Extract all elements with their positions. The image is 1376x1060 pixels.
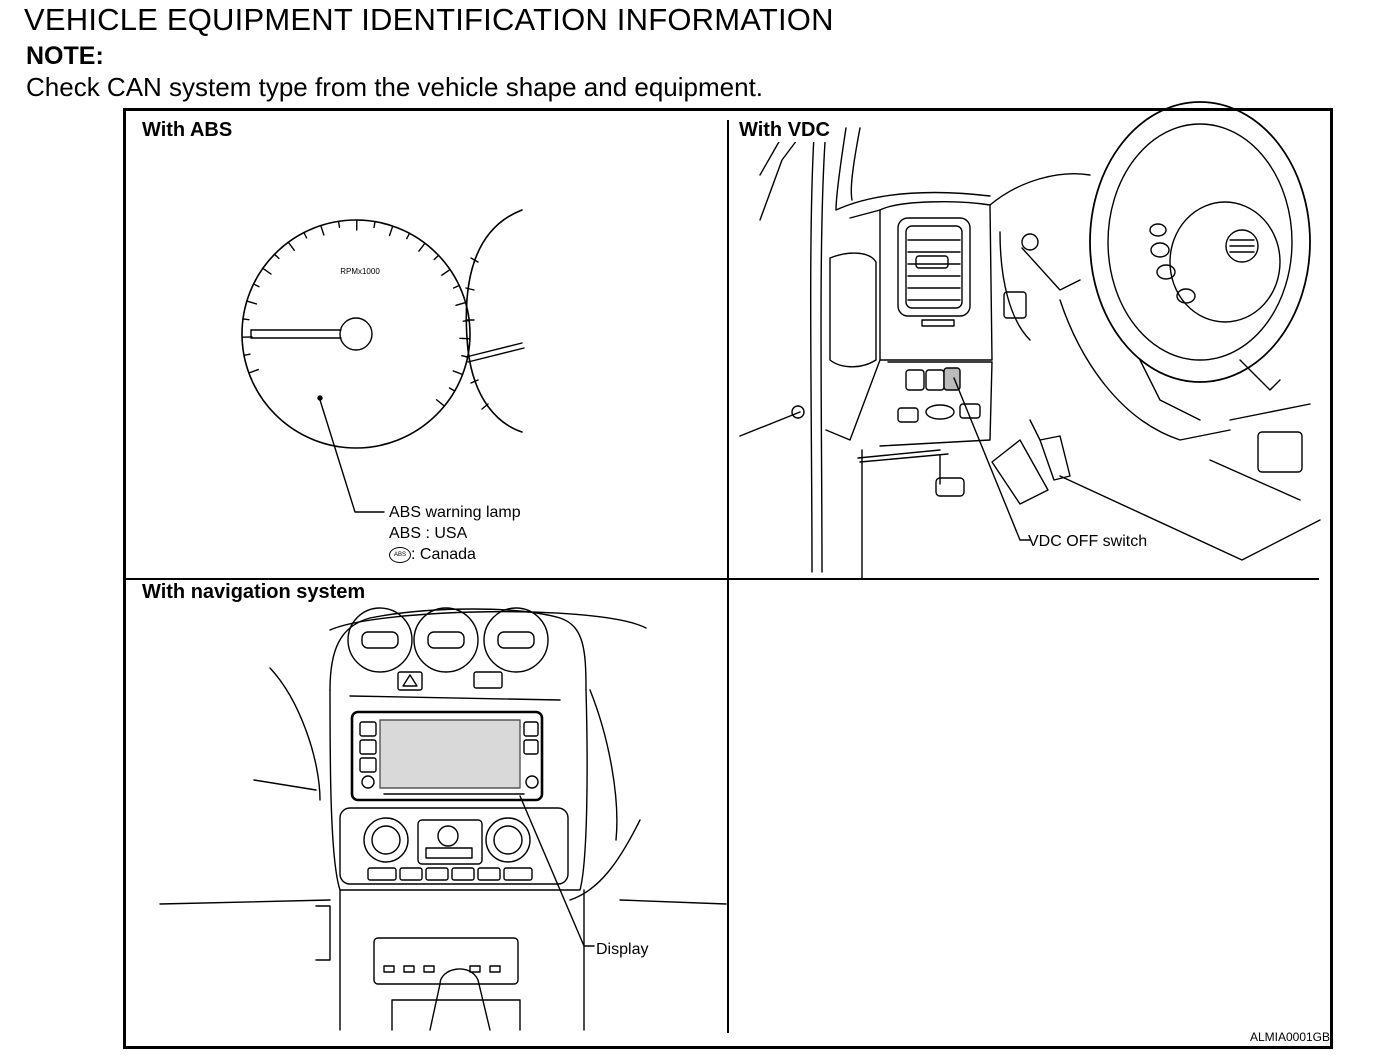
gauge-tick — [321, 226, 324, 236]
gauge-tick — [454, 285, 459, 288]
gauge-scale-label: RPMx1000 — [340, 267, 380, 276]
gauge-tick — [456, 303, 466, 306]
abs-callout-line-1: ABS warning lamp — [389, 504, 521, 521]
navigation-console — [160, 608, 726, 1030]
abs-symbol-icon: ABS — [389, 546, 411, 563]
gauge-tick — [304, 233, 307, 238]
gauge-tick — [437, 400, 445, 406]
gauge-tick — [249, 370, 258, 373]
speedometer-gauge-partial — [466, 210, 524, 432]
display-leader-line — [520, 796, 594, 946]
gauge-tick — [243, 319, 249, 320]
gauge-tick — [434, 255, 438, 259]
panel-title-navigation: With navigation system — [142, 581, 368, 604]
gauge-tick — [275, 254, 279, 258]
gauge-tick — [442, 270, 450, 276]
note-text: Check CAN system type from the vehicle s… — [26, 72, 764, 102]
abs-callout-line-2: ABS : USA — [389, 525, 468, 542]
figure-code: ALMIA0001GB — [1249, 1030, 1330, 1044]
gauge-tick — [453, 371, 462, 375]
note-label: NOTE: — [26, 42, 104, 70]
vdc-callout: VDC OFF switch — [1028, 533, 1148, 550]
vdc-leader-line — [954, 378, 1030, 540]
gauge-tick — [339, 221, 340, 227]
gauge-tick — [263, 268, 271, 274]
abs-callout-line-3: ABS: Canada — [389, 544, 521, 565]
abs-callout: ABS warning lamp ABS : USA ABS: Canada — [389, 502, 521, 565]
gauge-tick — [288, 242, 294, 250]
gauge-tick — [390, 226, 393, 235]
gauge-tick — [254, 284, 259, 287]
horizontal-divider — [126, 578, 1319, 580]
gauge-tick — [247, 301, 257, 304]
gauge-tick — [450, 388, 455, 391]
abs-leader-line — [320, 400, 384, 512]
gauge-tick — [407, 233, 410, 238]
display-callout: Display — [596, 941, 649, 958]
page-title: VEHICLE EQUIPMENT IDENTIFICATION INFORMA… — [24, 2, 834, 37]
panel-title-abs: With ABS — [142, 119, 235, 142]
panel-title-vdc: With VDC — [739, 119, 832, 142]
vertical-divider — [727, 120, 729, 1033]
illustration-frame — [123, 108, 1333, 1049]
vdc-dashboard — [740, 102, 1320, 578]
gauge-tick — [374, 222, 375, 228]
gauge-tick — [419, 243, 425, 251]
tachometer-gauge: RPMx1000 — [242, 220, 470, 448]
gauge-tick — [244, 354, 250, 355]
